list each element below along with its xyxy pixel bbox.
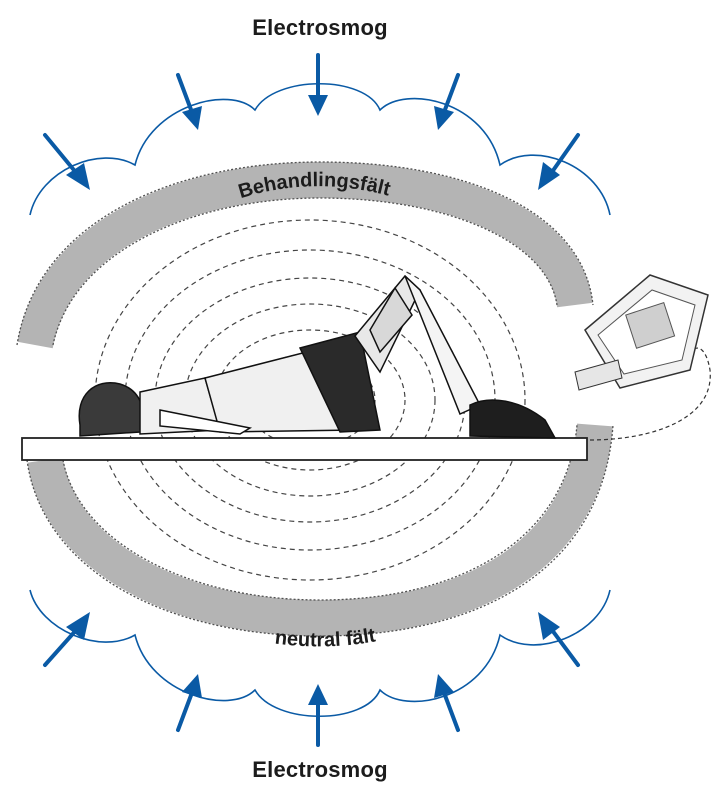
top-electrosmog-label: Electrosmog — [252, 15, 387, 40]
arrow-icon — [434, 73, 460, 130]
bottom-electrosmog-label: Electrosmog — [252, 757, 387, 782]
arrow-icon — [538, 612, 580, 667]
device-cable — [589, 347, 711, 441]
arrow-icon — [43, 612, 90, 667]
treatment-device-icon — [574, 274, 709, 391]
top-arrows — [43, 53, 580, 190]
person-lying-icon — [78, 274, 557, 439]
arrow-icon — [538, 133, 580, 190]
arrow-icon — [176, 674, 202, 732]
arrow-icon — [176, 73, 202, 130]
neutral-field-band — [26, 423, 614, 637]
arrow-icon — [308, 53, 328, 116]
treatment-mat — [21, 437, 588, 461]
bottom-arrows — [43, 612, 580, 747]
arrow-icon — [434, 674, 460, 732]
arrow-icon — [308, 684, 328, 747]
treatment-field-band — [16, 161, 594, 349]
arrow-icon — [43, 133, 90, 190]
